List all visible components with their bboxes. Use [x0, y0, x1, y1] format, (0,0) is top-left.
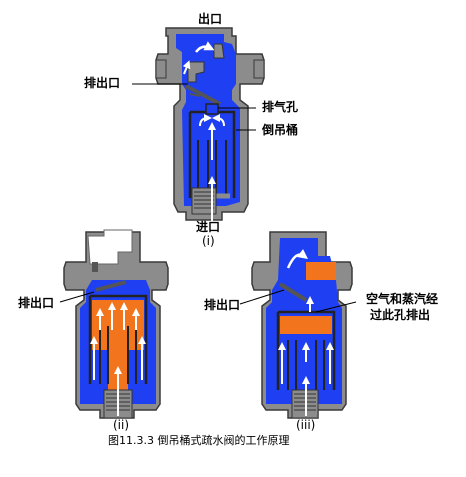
vent-hole-label: 排气孔: [262, 100, 299, 114]
valve-iii-steam-bucket: [280, 316, 332, 334]
drain-outlet-label-i: 排出口: [84, 76, 121, 90]
valve-stage-ii: [59, 229, 169, 419]
drain-outlet-label-ii: 排出口: [18, 296, 55, 310]
valve-iii-steam-top: [306, 262, 336, 280]
bucket-label: 倒吊桶: [262, 123, 299, 137]
stage-ii-label: (ii): [113, 418, 130, 432]
inlet-label: 进口: [196, 220, 221, 234]
figure-caption: 图11.3.3 倒吊桶式疏水阀的工作原理: [108, 434, 290, 447]
outlet-label: 出口: [198, 12, 223, 26]
valve-stage-iii: [239, 231, 357, 419]
drain-outlet-label-iii: 排出口: [204, 298, 241, 312]
valve-stage-i: [132, 27, 265, 222]
stage-iii-label: (iii): [296, 418, 316, 432]
steam-air-label-line1: 空气和蒸汽经: [366, 292, 439, 306]
stage-i-label: (i): [202, 234, 215, 248]
steam-air-label-line2: 过此孔排出: [370, 308, 431, 322]
